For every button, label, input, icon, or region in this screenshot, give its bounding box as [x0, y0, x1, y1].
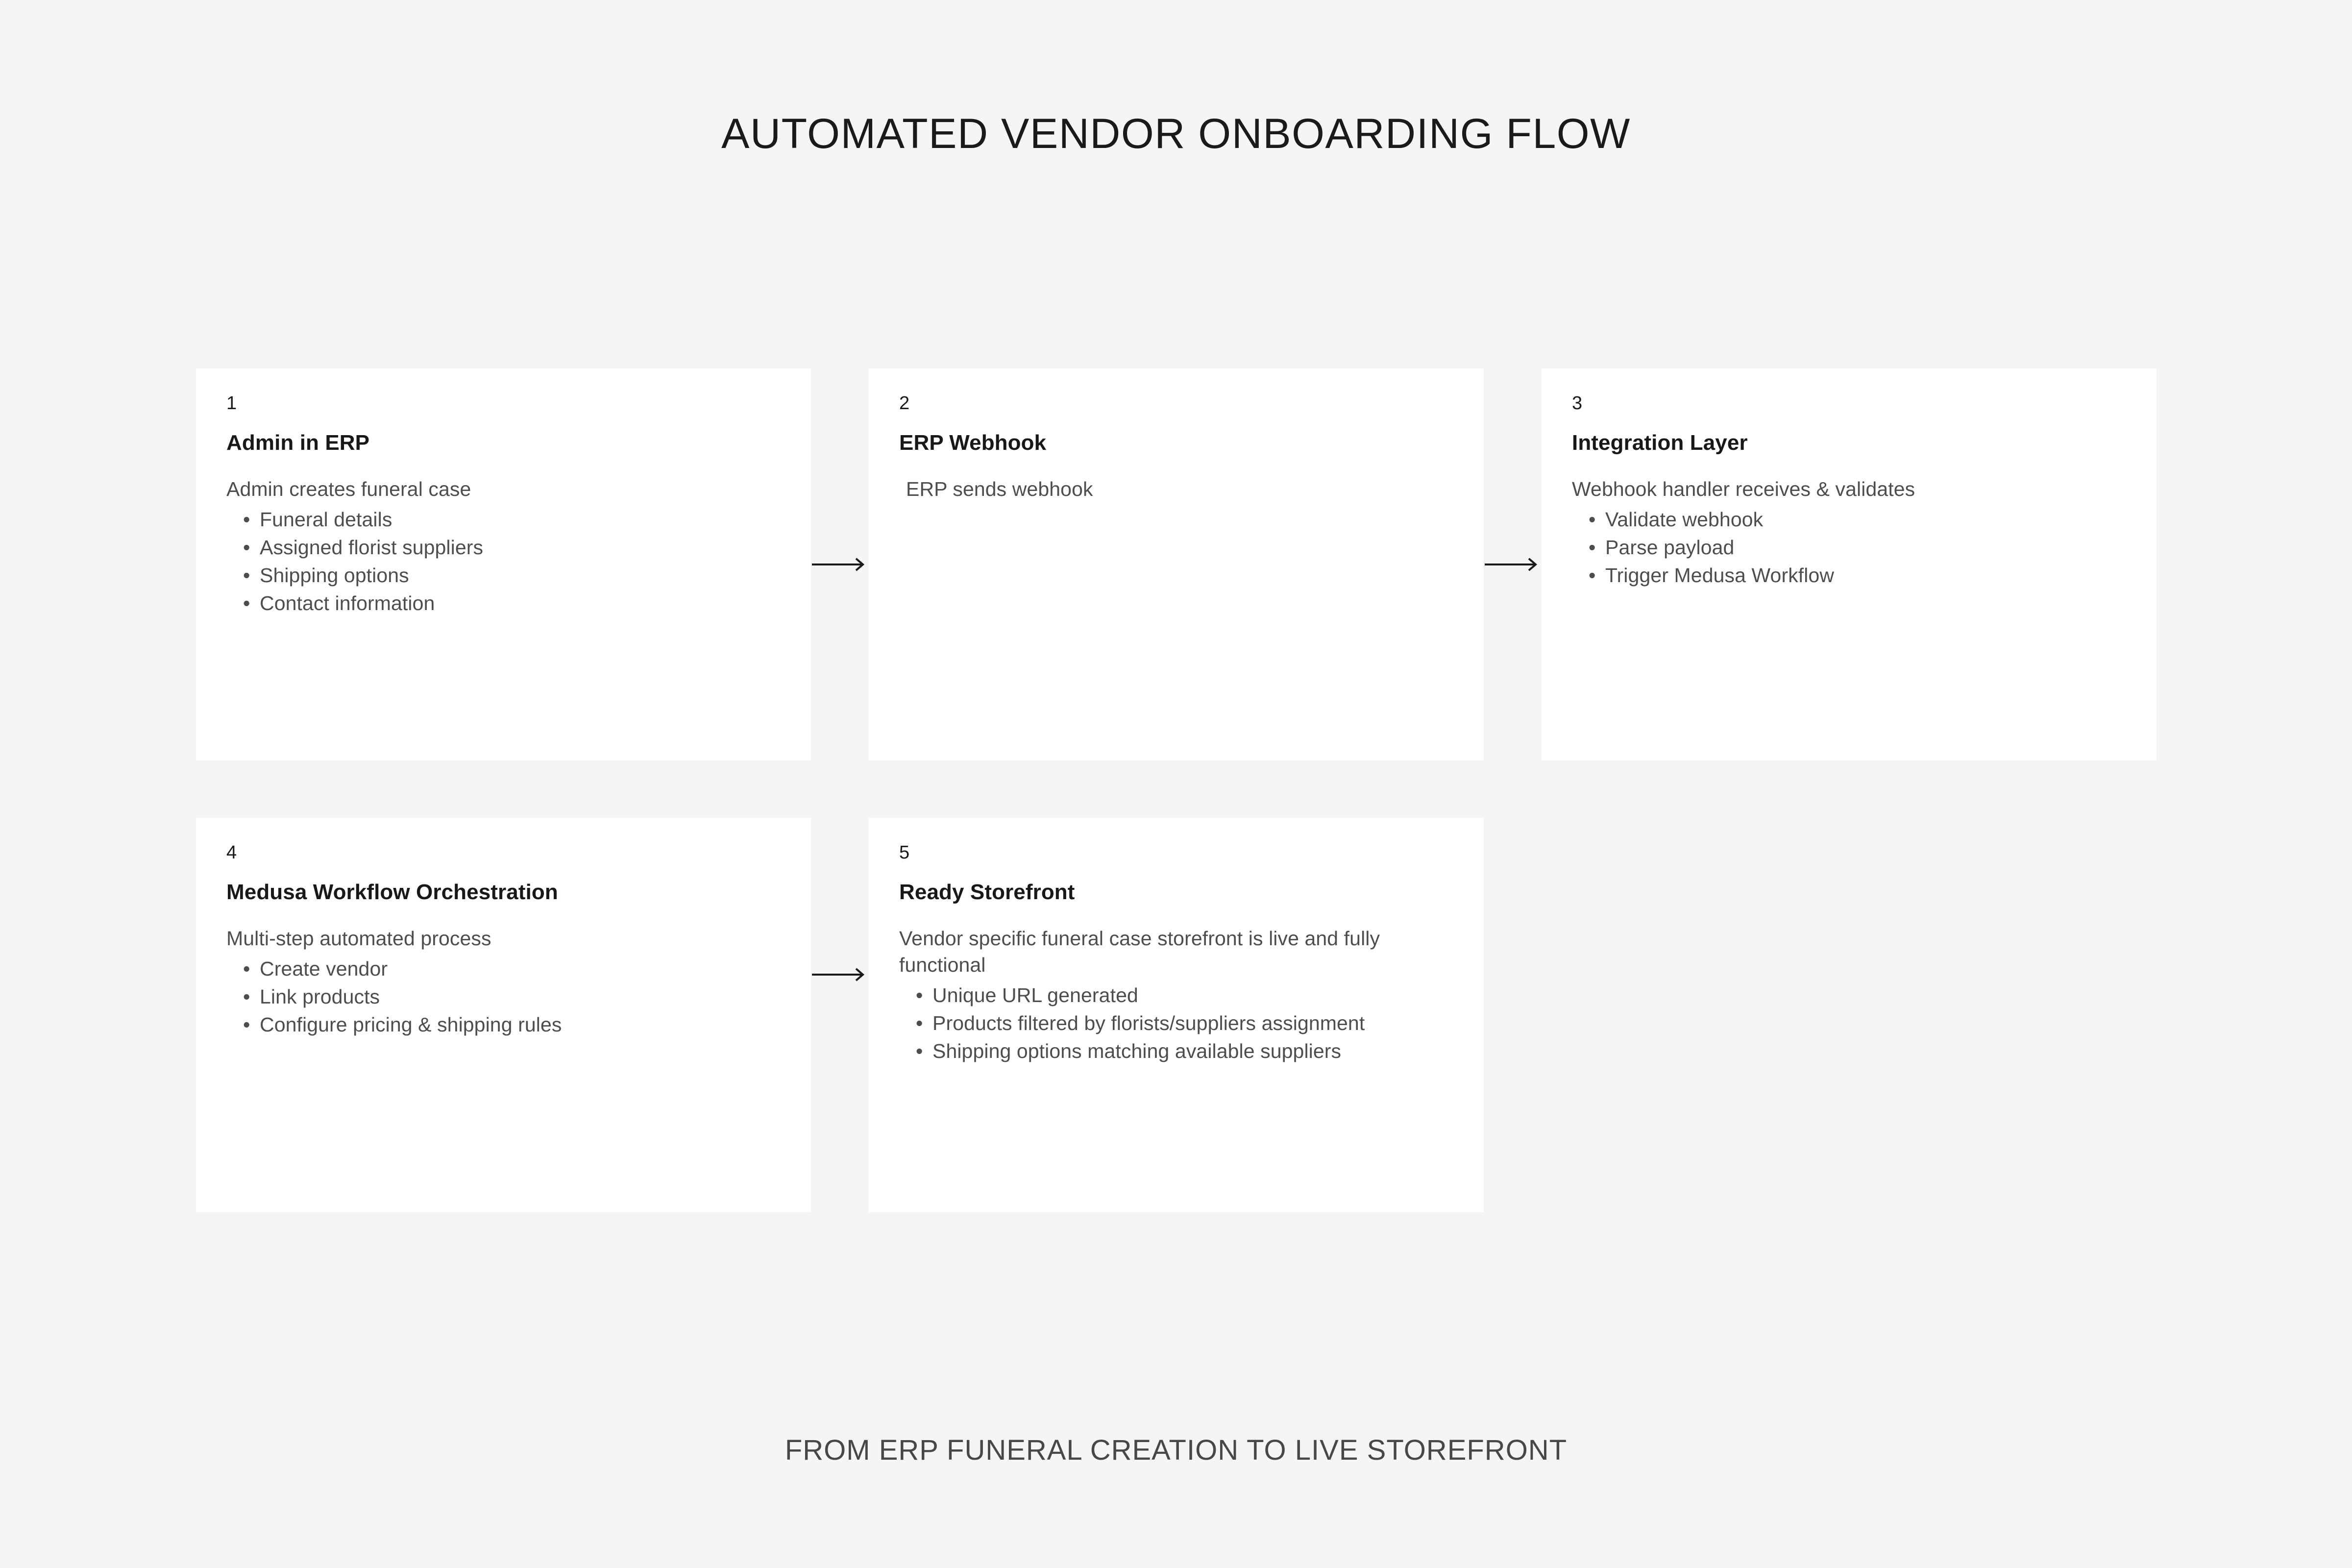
flow-step-card-5[interactable]: 5 Ready Storefront Vendor specific funer…	[869, 818, 1484, 1212]
list-item-label: Validate webhook	[1605, 508, 1764, 531]
step-number: 1	[226, 393, 237, 414]
bullet-dot-icon: •	[916, 1012, 923, 1035]
bullet-dot-icon: •	[1589, 508, 1596, 531]
step-description: Admin creates funeral case	[226, 477, 471, 500]
bullet-dot-icon: •	[916, 984, 923, 1007]
list-item: • Shipping options matching available sup…	[916, 1038, 1453, 1064]
arrow-step-1-to-2-icon	[811, 550, 869, 579]
step-title: ERP Webhook	[899, 431, 1047, 455]
list-item: • Unique URL generated	[916, 982, 1453, 1008]
arrow-step-4-to-5-icon	[811, 960, 869, 989]
step-bullet-list: • Funeral details • Assigned florist suppl…	[226, 506, 781, 616]
step-title: Ready Storefront	[899, 880, 1075, 904]
step-number: 5	[899, 842, 910, 863]
page-title: AUTOMATED VENDOR ONBOARDING FLOW	[721, 110, 1631, 157]
list-item-label: Create vendor	[260, 957, 388, 980]
list-item: • Products filtered by florists/suppliers…	[916, 1010, 1453, 1036]
bullet-dot-icon: •	[243, 592, 250, 615]
step-bullet-list: • Validate webhook • Parse payload • Trigge…	[1572, 506, 2126, 588]
list-item: • Assigned florist suppliers	[243, 534, 781, 561]
list-item-label: Configure pricing & shipping rules	[260, 1013, 562, 1036]
list-item-label: Unique URL generated	[932, 984, 1138, 1007]
bullet-dot-icon: •	[1589, 564, 1596, 587]
list-item-label: Products filtered by florists/suppliers …	[932, 1012, 1365, 1035]
flow-step-card-2[interactable]: 2 ERP Webhook ERP sends webhook	[869, 368, 1484, 760]
bullet-dot-icon: •	[243, 536, 250, 559]
flow-row-1: 1 Admin in ERP Admin creates funeral cas…	[196, 368, 2156, 760]
list-item: • Trigger Medusa Workflow	[1589, 562, 2126, 588]
step-number: 2	[899, 393, 910, 414]
list-item-label: Shipping options	[260, 564, 409, 587]
bullet-dot-icon: •	[243, 957, 250, 980]
list-item: • Shipping options	[243, 562, 781, 588]
bullet-dot-icon: •	[243, 985, 250, 1008]
list-item-label: Link products	[260, 985, 380, 1008]
step-title: Medusa Workflow Orchestration	[226, 880, 558, 904]
list-item: • Contact information	[243, 590, 781, 616]
step-title: Integration Layer	[1572, 431, 1748, 455]
list-item: • Create vendor	[243, 956, 781, 982]
flow-grid: 1 Admin in ERP Admin creates funeral cas…	[196, 368, 2156, 1212]
step-number: 3	[1572, 393, 1583, 414]
list-item: • Parse payload	[1589, 534, 2126, 561]
flow-row-2: 4 Medusa Workflow Orchestration Multi-st…	[196, 818, 2156, 1212]
flow-step-card-4[interactable]: 4 Medusa Workflow Orchestration Multi-st…	[196, 818, 811, 1212]
list-item-label: Shipping options matching available supp…	[932, 1040, 1342, 1063]
list-item-label: Contact information	[260, 592, 435, 615]
step-number: 4	[226, 842, 237, 863]
list-item-label: Parse payload	[1605, 536, 1735, 559]
flow-step-card-1[interactable]: 1 Admin in ERP Admin creates funeral cas…	[196, 368, 811, 760]
footer-caption: FROM ERP FUNERAL CREATION TO LIVE STOREF…	[784, 1434, 1568, 1466]
bullet-dot-icon: •	[243, 1013, 250, 1036]
step-bullet-list: • Create vendor • Link products • Configure…	[226, 956, 781, 1038]
list-item-label: Funeral details	[260, 508, 392, 531]
bullet-dot-icon: •	[243, 564, 250, 587]
step-description: Vendor specific funeral case storefront …	[899, 927, 1380, 976]
step-bullet-list: • Unique URL generated • Products filtered…	[899, 982, 1453, 1064]
bullet-dot-icon: •	[243, 508, 250, 531]
list-item: • Validate webhook	[1589, 506, 2126, 533]
bullet-dot-icon: •	[916, 1040, 923, 1063]
bullet-dot-icon: •	[1589, 536, 1596, 559]
flow-step-card-3[interactable]: 3 Integration Layer Webhook handler rece…	[1542, 368, 2156, 760]
step-description: ERP sends webhook	[906, 477, 1093, 500]
step-description: Webhook handler receives & validates	[1572, 477, 1915, 500]
list-item: • Funeral details	[243, 506, 781, 533]
list-item-label: Assigned florist suppliers	[260, 536, 484, 559]
arrow-step-2-to-3-icon	[1484, 550, 1542, 579]
list-item: • Link products	[243, 983, 781, 1010]
step-title: Admin in ERP	[226, 431, 370, 455]
list-item-label: Trigger Medusa Workflow	[1605, 564, 1835, 587]
list-item: • Configure pricing & shipping rules	[243, 1011, 781, 1038]
step-description: Multi-step automated process	[226, 927, 491, 950]
